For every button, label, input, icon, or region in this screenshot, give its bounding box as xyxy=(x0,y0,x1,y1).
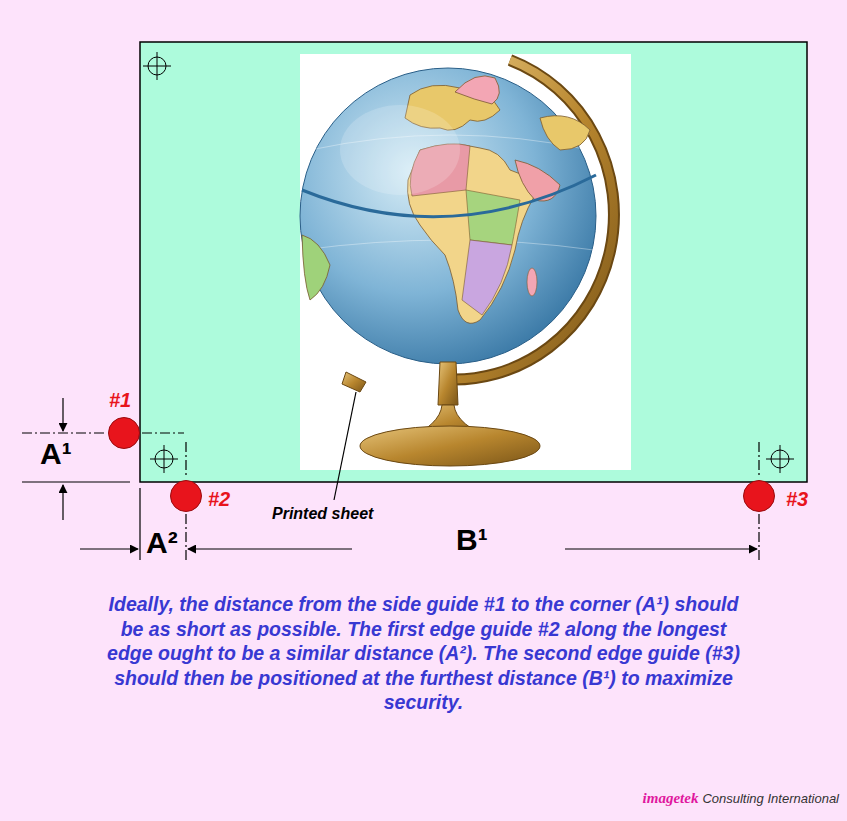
guide-number: #1 xyxy=(109,389,131,412)
caption-box: Ideally, the distance from the side guid… xyxy=(0,592,847,715)
ring-bracket xyxy=(342,372,366,392)
guide-pin: #1 xyxy=(108,417,140,449)
dimension-label: A¹ xyxy=(40,437,72,471)
dimension-arrow xyxy=(80,548,138,549)
registration-mark xyxy=(143,52,171,80)
stand-base xyxy=(360,426,540,466)
globe-sphere xyxy=(300,68,596,364)
guide-pin: #3 xyxy=(743,480,775,512)
photo-frame xyxy=(300,54,631,470)
guide-number: #3 xyxy=(786,488,808,511)
dimension-label: A² xyxy=(146,526,178,560)
land xyxy=(540,116,590,150)
leader-line xyxy=(334,392,356,500)
land xyxy=(455,76,499,104)
center-line xyxy=(22,433,759,560)
dimension-arrow xyxy=(62,398,63,431)
stand-neck xyxy=(438,362,458,405)
registration-mark xyxy=(766,445,794,473)
land xyxy=(302,235,330,300)
globe-picture xyxy=(300,60,614,466)
guide-pin: #2 xyxy=(170,480,202,512)
dimension-label: B¹ xyxy=(456,523,488,557)
part-label: Printed sheet xyxy=(272,504,373,523)
guide-number: #2 xyxy=(208,488,230,511)
equator xyxy=(302,175,596,217)
highlight xyxy=(340,105,460,195)
land xyxy=(466,190,520,245)
land xyxy=(462,240,512,315)
company-name: Consulting International xyxy=(702,791,839,806)
brand-name: imagetek xyxy=(643,790,699,807)
footer: imagetekConsulting International xyxy=(643,790,839,807)
dimension-arrow xyxy=(188,548,352,549)
dimension-arrow xyxy=(565,548,757,549)
land xyxy=(527,268,537,296)
registration-marks xyxy=(143,52,794,473)
printed-sheet xyxy=(140,42,807,482)
dimension-lines xyxy=(22,392,759,560)
registration-mark xyxy=(150,445,178,473)
caption: Ideally, the distance from the side guid… xyxy=(99,592,749,715)
dimension-arrow xyxy=(62,485,63,520)
extension-line xyxy=(22,482,140,560)
